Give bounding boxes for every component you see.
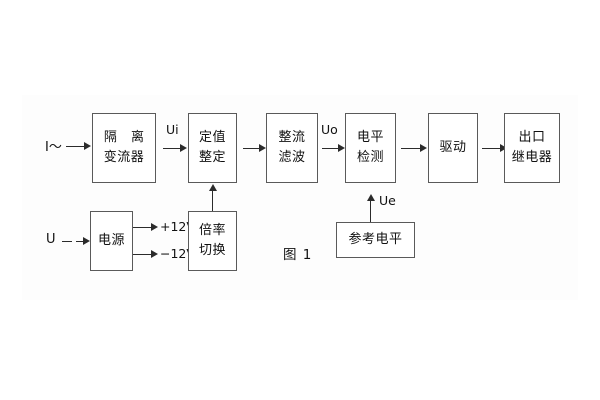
current-input-label: I～ [45,140,62,155]
voltage-input-dash [62,241,72,242]
block-ratio-switch-line-2: 切换 [198,243,226,258]
block-rectify-filter[interactable]: 整流 滤波 [266,113,318,183]
block-ratio-switch-line-1: 倍率 [198,222,226,238]
block-level-detect-line-1: 电平 [356,129,384,145]
block-reference-level[interactable]: 参考电平 [336,222,415,258]
voltage-input-label: U [46,232,56,247]
link-setting-to-rectify-arrowhead [259,144,266,152]
block-setting-value-line-1: 定值 [198,129,226,145]
signal-ui-arrowhead [180,144,187,152]
block-output-relay-line-1: 出口 [518,129,546,145]
voltage-input-line [76,241,85,242]
rail-neg-arrowhead [151,250,158,258]
block-isolation-ct-line-2: 变流器 [103,150,145,165]
block-ratio-switch[interactable]: 倍率 切换 [188,211,237,271]
signal-ue-label: Ue [379,193,396,208]
signal-ui-line [163,148,181,149]
block-output-relay[interactable]: 出口 继电器 [504,113,560,183]
signal-ui-label: Ui [166,122,179,137]
link-drive-to-output [482,148,501,149]
block-reference-level-line-1: 参考电平 [348,231,403,247]
block-output-relay-line-2: 继电器 [511,150,553,165]
block-drive-line-1: 驱动 [439,139,467,155]
block-level-detect[interactable]: 电平 检测 [345,113,396,183]
link-level-to-drive [401,148,421,149]
link-ratio-to-setting-arrowhead [209,184,217,191]
rail-pos-label: +12V [160,219,195,234]
rail-neg-line [133,254,153,255]
signal-uo-line [322,148,338,149]
rail-pos-arrowhead [151,223,158,231]
link-level-to-drive-arrowhead [420,144,427,152]
current-input-arrowhead [84,142,91,150]
signal-uo-arrowhead [338,144,345,152]
block-power-supply[interactable]: 电源 [90,211,133,271]
link-ratio-to-setting [212,190,213,211]
block-isolation-ct[interactable]: 隔 离 变流器 [92,113,156,183]
link-drive-to-output-arrowhead [500,144,507,152]
voltage-input-arrowhead [83,237,90,245]
block-setting-value[interactable]: 定值 整定 [188,113,237,183]
signal-uo-label: Uo [321,122,338,137]
block-setting-value-line-2: 整定 [198,150,226,165]
link-setting-to-rectify [243,148,260,149]
block-rectify-filter-line-2: 滤波 [278,150,306,165]
link-reference-to-level [370,200,371,222]
rail-pos-line [133,227,153,228]
block-drive[interactable]: 驱动 [428,113,478,183]
link-reference-to-level-arrowhead [367,194,375,201]
block-power-supply-line-1: 电源 [97,232,125,248]
figure-caption: 图 1 [283,247,313,263]
current-input-line [66,146,85,147]
block-level-detect-line-2: 检测 [356,150,384,165]
block-rectify-filter-line-1: 整流 [278,129,306,145]
rail-neg-label: −12V [160,246,195,261]
block-isolation-ct-line-1: 隔 离 [103,129,150,145]
